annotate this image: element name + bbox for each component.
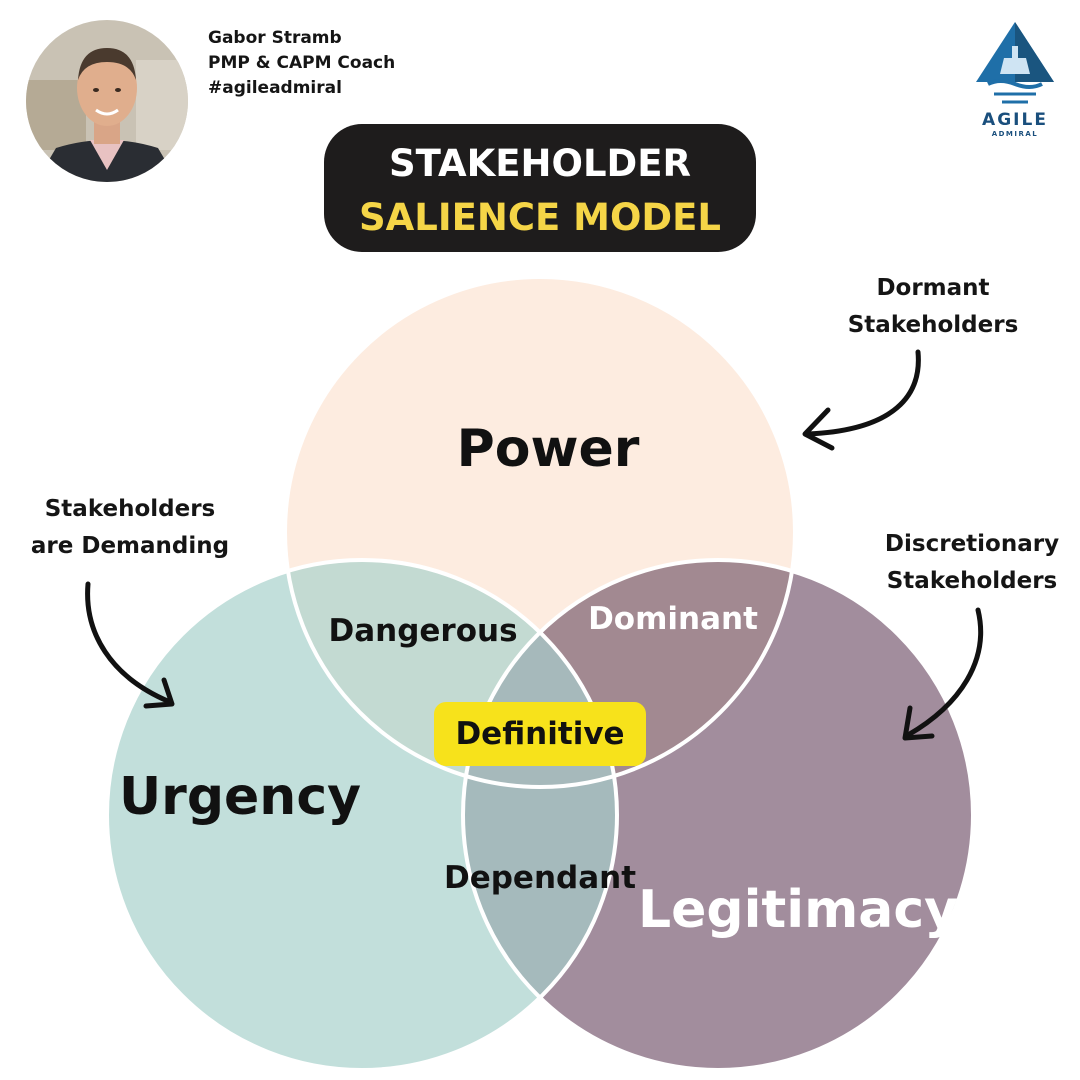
author-name: Gabor Stramb xyxy=(208,28,342,48)
title-box: STAKEHOLDER SALIENCE MODEL xyxy=(324,124,756,252)
author-role: PMP & CAPM Coach xyxy=(208,53,396,73)
definitive-badge xyxy=(434,702,646,766)
dangerous-region xyxy=(285,560,617,787)
definitive-label: Definitive xyxy=(455,716,625,752)
dormant-note-line-1: Dormant xyxy=(876,275,990,301)
author-avatar xyxy=(26,20,188,182)
urgency-outline xyxy=(105,558,619,1072)
dependant-label: Dependant xyxy=(443,860,637,896)
discretionary-note: Discretionary Stakeholders xyxy=(885,526,1059,600)
author-handle: #agileadmiral xyxy=(208,78,342,98)
power-outline xyxy=(283,275,797,789)
arrow-demanding xyxy=(85,581,175,709)
demanding-note: Stakeholders are Demanding xyxy=(31,491,229,565)
dominant-region xyxy=(463,560,795,787)
demanding-note-line-2: are Demanding xyxy=(30,533,230,559)
discretionary-note-line-1: Discretionary xyxy=(884,531,1060,557)
author-info: Gabor Stramb PMP & CAPM Coach #agileadmi… xyxy=(208,26,395,101)
logo-subword: ADMIRAL xyxy=(991,130,1039,138)
legitimacy-label: Legitimacy xyxy=(637,880,959,940)
arrow-discretionary xyxy=(902,607,984,741)
dormant-note: Dormant Stakeholders xyxy=(848,270,1019,344)
power-label: Power xyxy=(456,419,640,479)
logo-word: AGILE xyxy=(982,110,1048,130)
title-line-2: SALIENCE MODEL xyxy=(358,196,721,239)
dominant-label: Dominant xyxy=(588,601,758,637)
discretionary-note-line-2: Stakeholders xyxy=(886,568,1058,594)
demanding-note-line-1: Stakeholders xyxy=(44,496,216,522)
dangerous-label: Dangerous xyxy=(328,613,518,649)
ship-icon xyxy=(976,22,1054,104)
legitimacy-outline xyxy=(461,558,975,1072)
title-line-1: STAKEHOLDER xyxy=(388,142,692,185)
urgency-label: Urgency xyxy=(118,767,362,827)
dormant-note-line-2: Stakeholders xyxy=(847,312,1019,338)
agile-admiral-logo: AGILE ADMIRAL xyxy=(970,18,1060,142)
arrow-dormant xyxy=(802,349,921,451)
